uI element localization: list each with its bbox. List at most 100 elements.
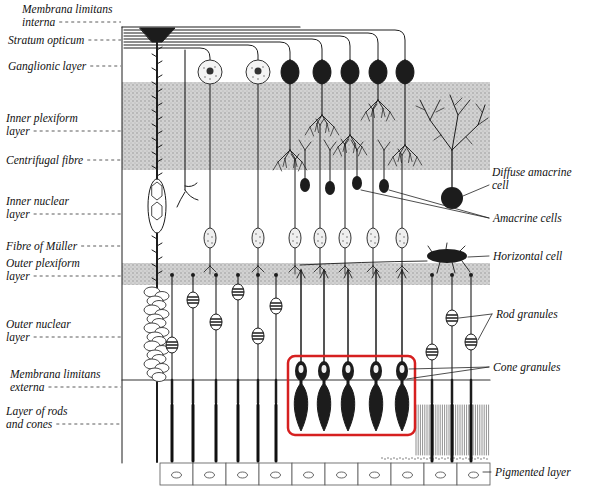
horizontal-process [437, 262, 440, 273]
pigment-dot [483, 457, 484, 458]
rod-granule-stripe [271, 305, 282, 306]
cone-granule [318, 361, 330, 381]
optic-fibre [124, 45, 258, 60]
bipolar-granule [259, 236, 260, 237]
pigment-process [479, 405, 480, 455]
rod-spherule [430, 273, 434, 277]
cone-nucleus [346, 365, 351, 373]
bipolar-lower-process [210, 248, 211, 266]
ganglion-cell [198, 60, 222, 84]
bipolar-tuft [373, 266, 374, 274]
muller-spike [157, 61, 162, 64]
cones [294, 270, 409, 431]
bipolar-tuft [367, 266, 373, 272]
amacrine-process [357, 150, 358, 177]
bipolar-granule [370, 240, 371, 241]
leader-line [81, 246, 121, 247]
leader-line [34, 131, 121, 132]
rod-spherule [450, 273, 454, 277]
bipolar-granule [255, 233, 256, 234]
muller-spike [152, 250, 157, 253]
rod-inner-segment [275, 380, 278, 403]
muller-spike [152, 236, 157, 239]
muller-spike [157, 173, 162, 176]
pigment-process [418, 405, 419, 455]
horizontal-cell-body [427, 249, 467, 263]
diffuse-branch [430, 100, 440, 120]
pigment-dot [465, 457, 466, 458]
ganglion-dendrite [404, 82, 405, 145]
pigment-process [444, 405, 445, 455]
leader-line [34, 337, 121, 338]
pigment-dot [396, 458, 397, 459]
outer-plexiform-band [122, 263, 490, 285]
pigment-dot [480, 458, 481, 459]
pigment-cell [358, 463, 391, 485]
dendrite-twig [273, 162, 278, 170]
dendrite-branch [290, 150, 302, 162]
leader-line [468, 256, 489, 257]
rod-granule [232, 284, 244, 300]
bipolar-upper-process [295, 160, 296, 228]
dendrite-twig [310, 127, 314, 136]
layer-label: Membrana limitans interna [22, 3, 122, 29]
bipolar-granule [296, 242, 297, 243]
pigment-process [462, 405, 463, 455]
bipolar-granule [317, 240, 318, 241]
bipolar-granule [296, 236, 297, 237]
pigment-process [464, 405, 465, 455]
pigment-dot [414, 458, 415, 459]
rod-granule-stripe [211, 321, 222, 322]
layer-label: Outer plexiform layer [6, 257, 94, 283]
layer-label: Fibre of Müller [6, 240, 118, 253]
muller-spike [157, 145, 162, 148]
ganglion-dendrite [289, 82, 290, 150]
bipolar-lower-process [258, 248, 259, 266]
dendrite-twig [410, 154, 412, 162]
amacrine-cell [300, 178, 310, 192]
bipolar-granule [321, 242, 322, 243]
rod-spherule [191, 273, 195, 277]
cone-granule [370, 361, 382, 381]
pigment-nucleus [337, 472, 347, 478]
pigment-process [420, 405, 421, 455]
muller-spike [152, 68, 157, 71]
diffuse-twig [434, 135, 441, 140]
leader-line [361, 190, 489, 218]
pigment-process [435, 405, 436, 455]
bipolar-granule [370, 233, 371, 234]
pigment-nucleus [172, 472, 182, 478]
leader-line [389, 190, 489, 218]
rod-outer-segment [257, 405, 260, 461]
rod-inner-segment [257, 380, 260, 403]
diffuse-twig [476, 104, 482, 112]
dendrite-branch [285, 150, 290, 159]
pigment-cell [292, 463, 325, 485]
horizontal-cell [300, 243, 470, 273]
pigment-nucleus [370, 472, 380, 478]
amacrine-branch [324, 140, 330, 150]
dendrite-branch [378, 100, 390, 112]
pigment-dot [423, 457, 424, 458]
rod-spherule [469, 273, 473, 277]
pigment-cell [391, 463, 424, 485]
pigment-dot [402, 458, 403, 459]
bipolar-granule [317, 233, 318, 234]
pigment-dot [417, 457, 418, 458]
pigment-dot [387, 457, 388, 458]
rod-granule-stripe [447, 314, 457, 315]
bipolar-tuft [295, 154, 299, 160]
muller-spike [152, 96, 157, 99]
rod-spherule [236, 273, 240, 277]
dendrite-twig [362, 147, 367, 155]
pigment-nucleus [271, 472, 281, 478]
rod-granule-stripe [233, 288, 243, 289]
amacrine-branch [299, 140, 305, 150]
pigment-dot [462, 458, 463, 459]
centrifugal-branch [185, 183, 197, 187]
rod-fibre [451, 277, 452, 380]
bipolar-tuft [369, 104, 373, 110]
rod-granule [187, 292, 199, 308]
bipolar-granule [346, 236, 347, 237]
bipolar-cell [289, 228, 301, 248]
